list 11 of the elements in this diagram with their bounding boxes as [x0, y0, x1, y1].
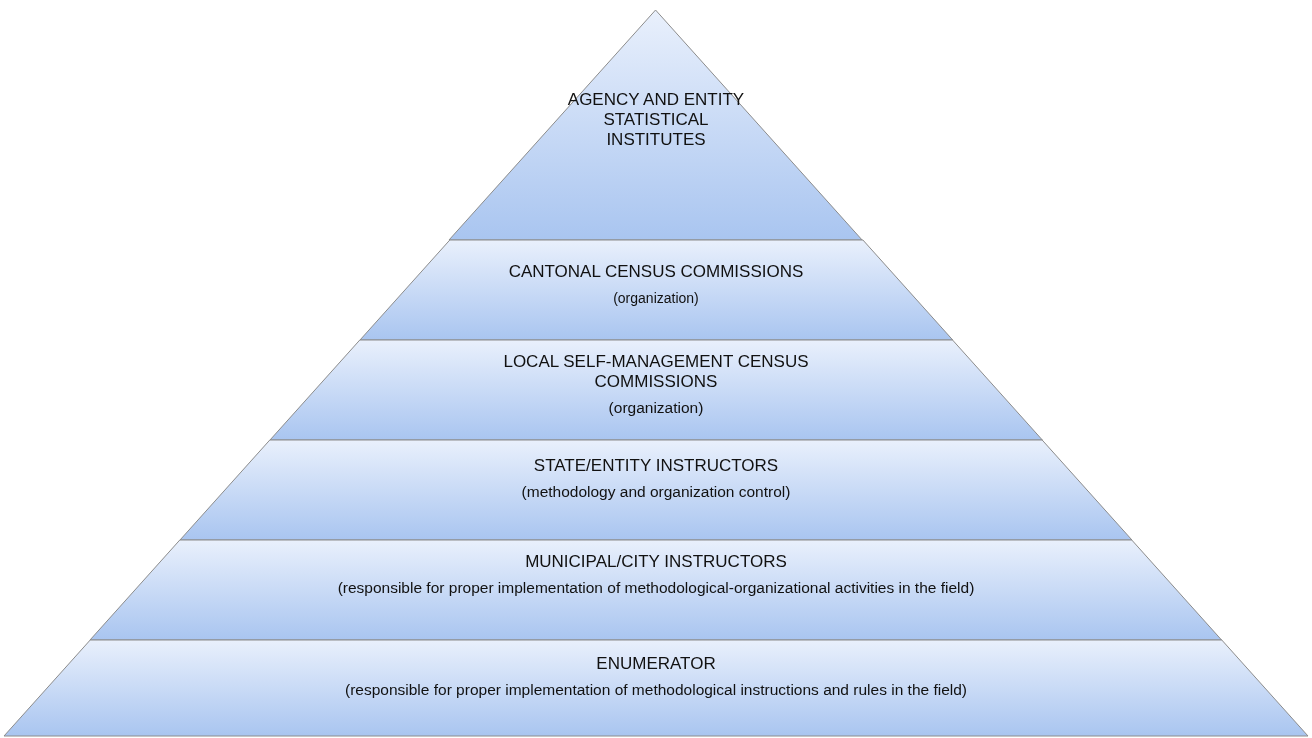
tier-description: (methodology and organization control): [520, 482, 792, 502]
tier-title: ENUMERATOR: [595, 654, 717, 674]
tier-description: (organization): [607, 398, 705, 418]
tier-title: LOCAL SELF-MANAGEMENT CENSUS COMMISSIONS: [502, 352, 810, 392]
tier-title: AGENCY AND ENTITY STATISTICAL INSTITUTES: [566, 90, 746, 150]
tier-description: (organization): [612, 289, 700, 308]
tier-title: MUNICIPAL/CITY INSTRUCTORS: [524, 552, 788, 572]
tier-description: (responsible for proper implementation of methodological instructions and rules in the field): [343, 680, 969, 700]
tier-description: (responsible for proper implementation of methodological-organizational activities in the field): [336, 578, 976, 598]
tier-title: CANTONAL CENSUS COMMISSIONS: [507, 262, 805, 282]
tier-title: STATE/ENTITY INSTRUCTORS: [532, 456, 780, 476]
